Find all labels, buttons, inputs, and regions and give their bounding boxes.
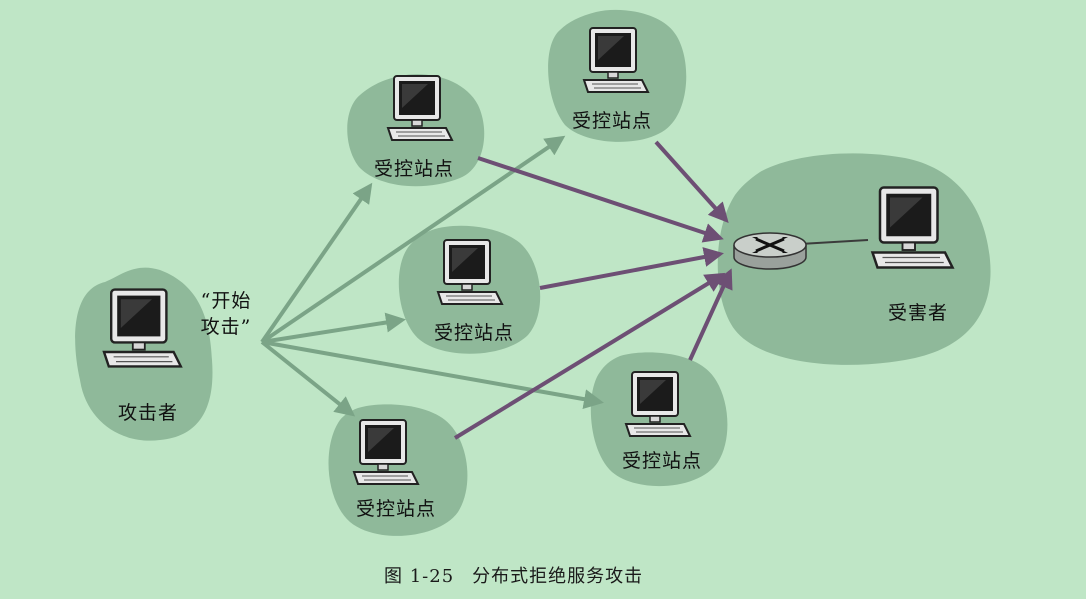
figure-number: 图 1-25 [384,566,455,587]
attack-arrow-top-left [477,156,724,243]
figure-title: 分布式拒绝服务攻击 [472,566,644,587]
router-link [799,239,869,245]
start-attack-label: “开始 攻击” [201,288,252,340]
command-arrow-bottom-left [260,340,356,417]
zombie-top-left-label: 受控站点 [373,158,455,180]
attacker-label: 攻击者 [117,402,179,424]
start-attack-label-line2: 攻击” [200,316,252,338]
command-arrow-bottom-right [261,340,604,410]
start-attack-label-line1: “开始 [200,290,252,312]
victim-label: 受害者 [887,302,949,324]
command-arrow-top-right [260,135,566,344]
attack-arrow-top-right [654,140,729,223]
attack-arrow-middle [539,247,724,290]
attack-arrow-bottom-right [688,268,733,361]
router-icon [733,232,807,270]
command-arrow-middle [261,312,406,344]
zombie-middle-label: 受控站点 [433,322,515,344]
zombie-top-right-label: 受控站点 [571,110,653,132]
command-arrow-top-left [260,182,373,344]
zombie-bottom-left-label: 受控站点 [355,498,437,520]
figure-caption: 图 1-25 分布式拒绝服务攻击 [384,562,661,588]
attack-arrow-bottom-left [453,272,726,440]
zombie-bottom-right-label: 受控站点 [621,450,703,472]
